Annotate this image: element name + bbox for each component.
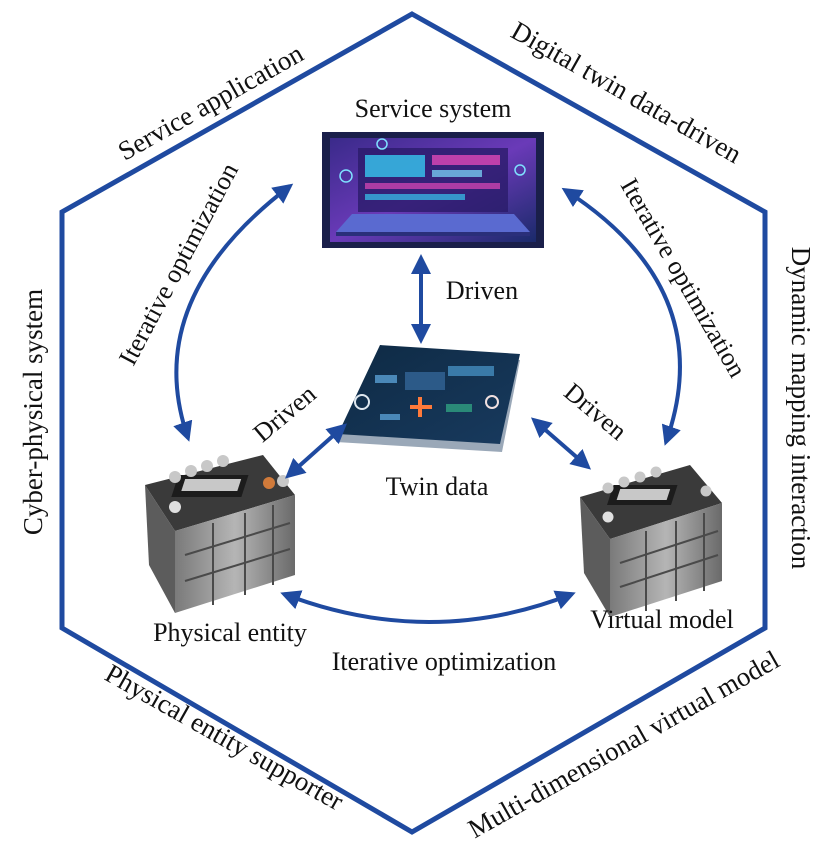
- node-label-twin-data: Twin data: [386, 472, 489, 501]
- arrow-left-iterative-optimization: [173, 183, 294, 442]
- node-label-virtual-model: Virtual model: [590, 605, 734, 634]
- data-dashboard-tile-icon: [336, 345, 520, 452]
- laptop-dashboard-icon: [322, 132, 544, 248]
- arrow-physical-twin-driven: [285, 423, 347, 479]
- edge-label-physical-twin-driven: Driven: [248, 379, 322, 448]
- node-label-physical-entity: Physical entity: [153, 618, 307, 647]
- edge-label-virtual-twin-driven: Driven: [558, 377, 632, 446]
- frame-label-dynamic-mapping-interaction: Dynamic mapping interaction: [786, 247, 815, 570]
- edge-label-service-twin-driven: Driven: [446, 276, 518, 305]
- hexagon-frame: [59, 11, 768, 835]
- node-label-service-system: Service system: [355, 94, 512, 123]
- edge-label-bottom-iterative-optimization: Iterative optimization: [332, 647, 557, 676]
- edge-label-right-iterative-optimization: Iterative optimization: [615, 173, 752, 382]
- frame-label-service-application: Service application: [113, 38, 309, 167]
- arrow-virtual-twin-driven: [530, 417, 592, 470]
- frame-label-cyber-physical-system: Cyber-physical system: [18, 289, 48, 535]
- frame-label-physical-entity-supporter: Physical entity supporter: [100, 658, 348, 816]
- arrow-right-iterative-optimization: [561, 187, 682, 446]
- battery-icon: [580, 465, 722, 617]
- battery-icon: [145, 455, 295, 613]
- arrow-bottom-iterative-optimization: [280, 590, 576, 624]
